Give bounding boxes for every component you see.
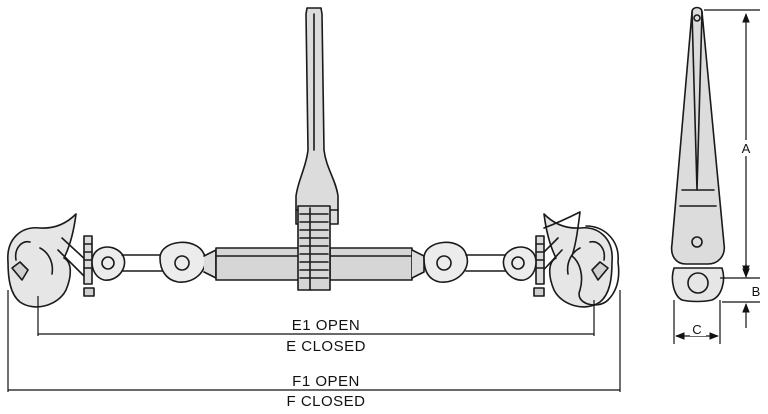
e1-label-mask: [262, 318, 392, 332]
left-hook: [7, 213, 126, 308]
f1-open-label: F1 OPEN: [292, 373, 360, 390]
f-closed-label: F CLOSED: [286, 393, 365, 410]
handle: [295, 7, 339, 291]
barrel-body: [215, 247, 413, 281]
a-label-mask: [736, 140, 756, 156]
c-label-mask: [690, 322, 706, 336]
side-view: [670, 6, 726, 303]
right-rod: [411, 241, 507, 283]
right-hook-body: [543, 211, 620, 306]
c-label: C: [692, 322, 701, 337]
a-label: A: [742, 141, 751, 156]
e1-open-label: E1 OPEN: [292, 317, 361, 334]
e-closed-label: E CLOSED: [286, 338, 366, 355]
right-hook: [502, 213, 613, 308]
left-rod: [121, 241, 217, 283]
b-label: B: [752, 284, 761, 299]
